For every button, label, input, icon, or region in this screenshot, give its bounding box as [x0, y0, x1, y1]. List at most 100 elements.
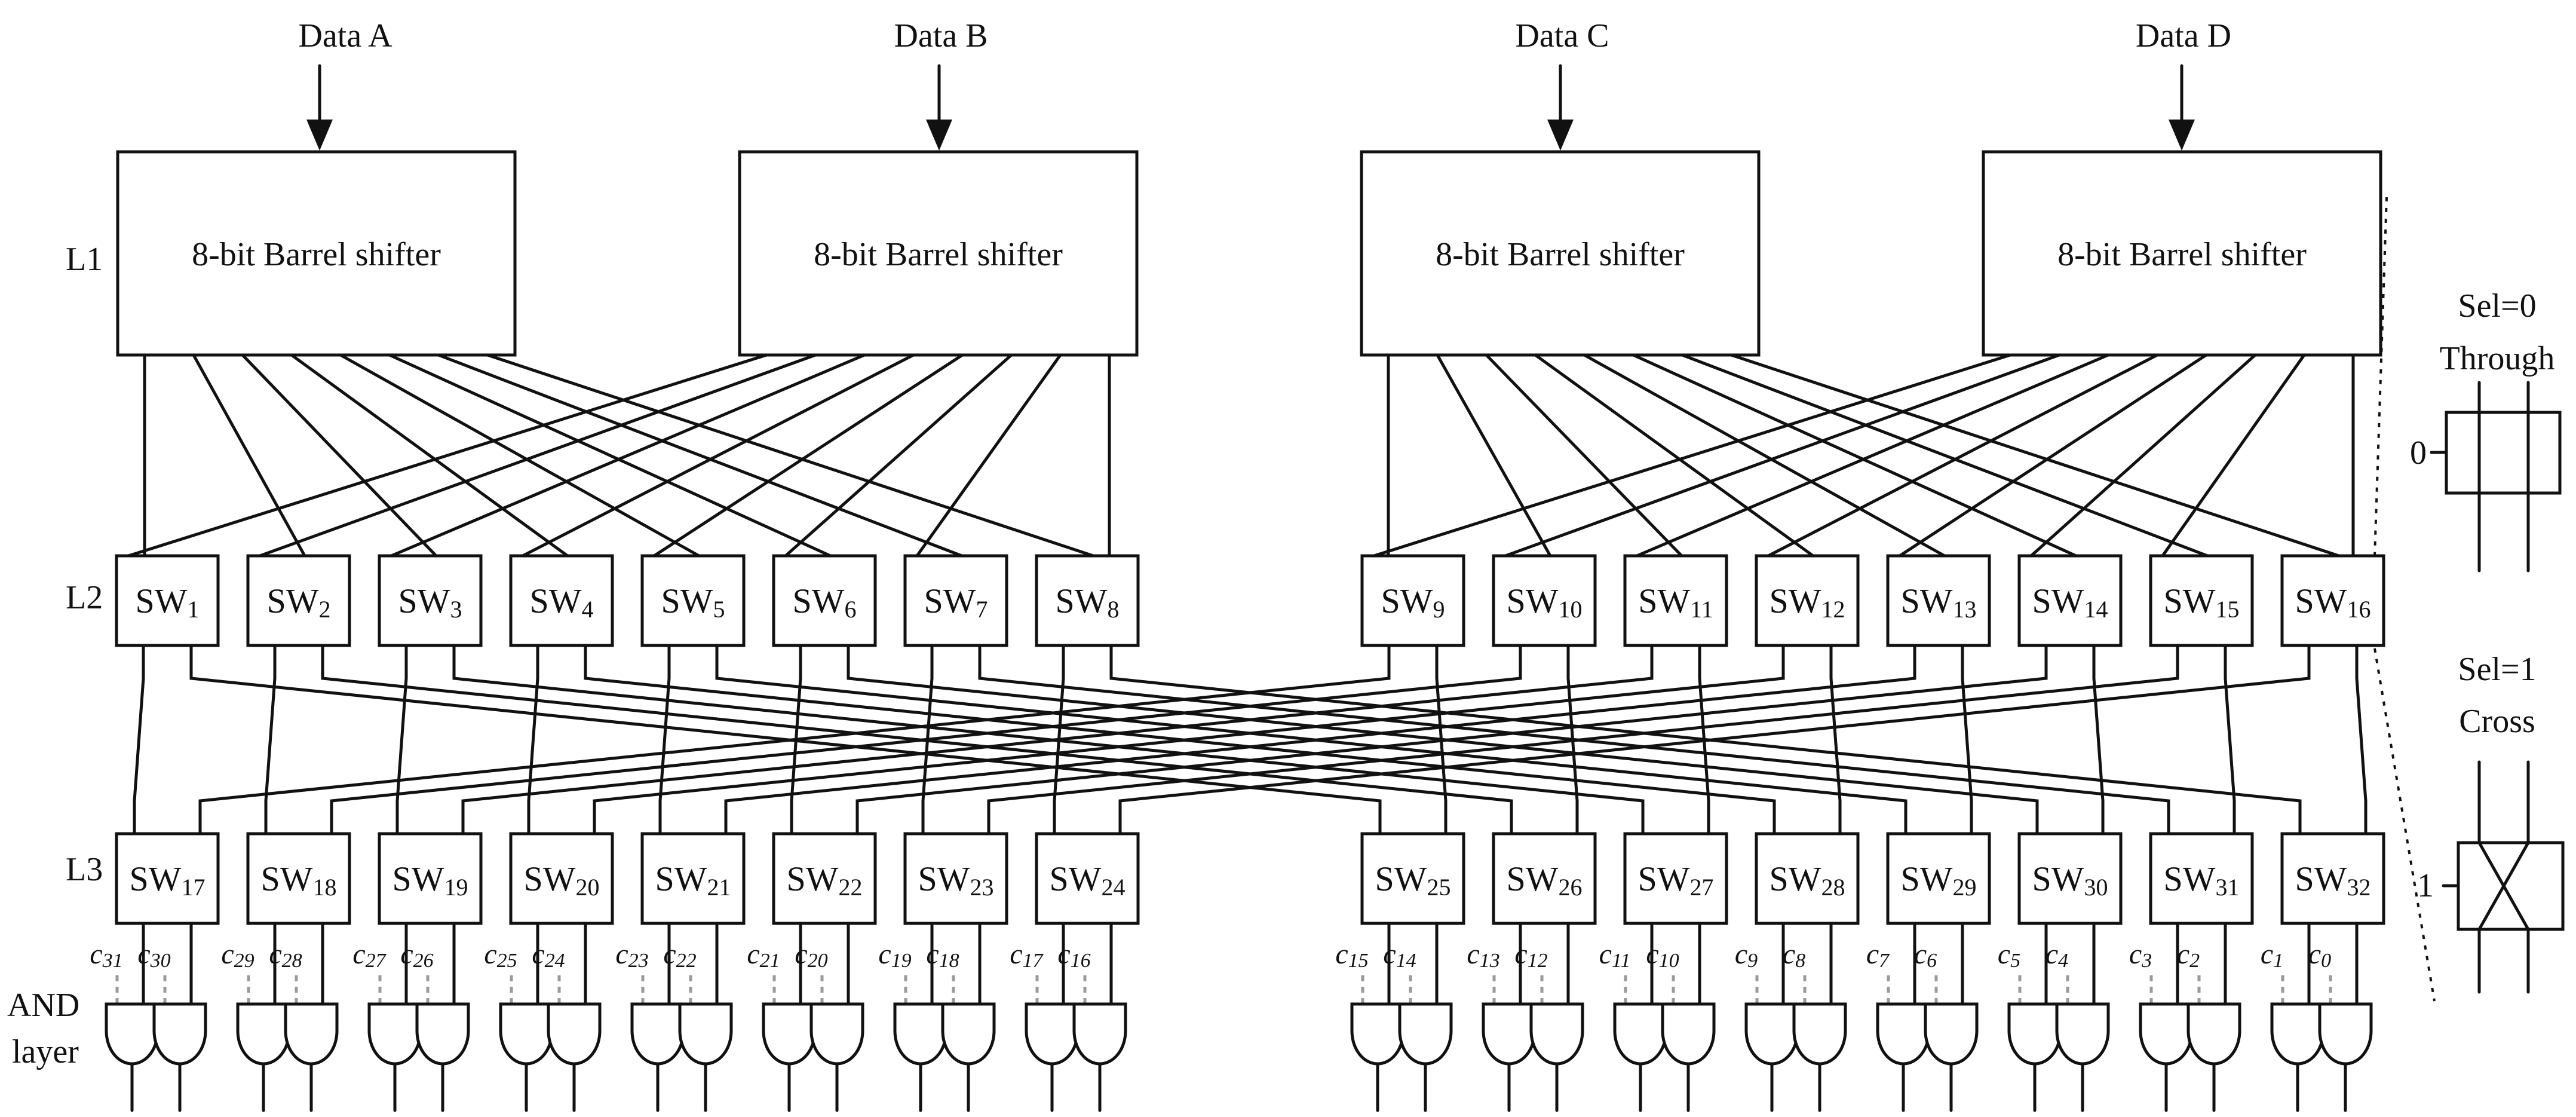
input-label-d: Data D — [2136, 17, 2231, 54]
control-label-c26: c26 — [400, 938, 433, 972]
wire-l1-3-to-l2-13 — [2029, 353, 2257, 558]
control-label-c29: c29 — [221, 938, 254, 972]
and-gate-10 — [762, 1002, 817, 1066]
control-label-c27: c27 — [352, 938, 387, 972]
switch-label-sw32: SW32 — [2295, 859, 2371, 901]
control-label-c16: c16 — [1057, 938, 1090, 972]
and-gate-20 — [1613, 1002, 1668, 1066]
legend-cross-sel: Sel=1 — [2458, 651, 2536, 688]
control-label-c2: c2 — [2177, 938, 2200, 972]
switch-label-sw20: SW20 — [524, 859, 600, 901]
switch-label-sw18: SW18 — [261, 859, 337, 901]
wire-l1-0-to-l2-3 — [241, 353, 438, 558]
switch-sw26 — [1492, 832, 1597, 925]
switch-label-sw22: SW22 — [787, 859, 863, 901]
control-label-c24: c24 — [532, 938, 565, 972]
control-label-c31: c31 — [90, 938, 122, 972]
and-gate-9 — [678, 1002, 733, 1066]
switch-sw20 — [509, 832, 614, 925]
and-gate-4 — [367, 1002, 422, 1066]
switch-sw17 — [115, 832, 220, 925]
and-gate-25 — [1924, 1002, 1979, 1066]
wire-l2-sw5-out0 — [658, 644, 671, 836]
control-label-c21: c21 — [747, 938, 780, 972]
control-label-c0: c0 — [2308, 938, 2331, 972]
wire-l1-1-to-l2-2 — [390, 353, 866, 558]
wire-l1-2-to-l2-12 — [1534, 353, 1815, 558]
control-label-c13: c13 — [1467, 938, 1499, 972]
barrel-shifter-c — [1360, 150, 1761, 357]
switch-label-sw26: SW26 — [1507, 859, 1583, 901]
switch-sw28 — [1755, 832, 1860, 925]
control-label-c18: c18 — [926, 938, 959, 972]
wire-l2-sw1-out0 — [133, 644, 145, 836]
wire-l2-sw3-out0 — [395, 644, 408, 836]
wire-l1-1-to-l2-8 — [127, 353, 768, 558]
input-label-a: Data A — [298, 17, 392, 54]
switch-label-sw17: SW17 — [130, 859, 206, 901]
and-gate-16 — [1350, 1002, 1405, 1066]
switch-sw30 — [2017, 832, 2123, 925]
and-gate-29 — [2186, 1002, 2241, 1066]
switch-label-sw21: SW21 — [655, 859, 731, 901]
control-label-c22: c22 — [663, 938, 696, 972]
input-arrow-head-b — [926, 120, 952, 151]
input-label-c: Data C — [1515, 17, 1609, 54]
legend-through-mode: Through — [2440, 340, 2555, 377]
control-label-c9: c9 — [1735, 938, 1758, 972]
and-gate-22 — [1744, 1002, 1799, 1066]
switch-label-sw5: SW5 — [661, 582, 725, 623]
legend-cross-value: 1 — [2417, 867, 2434, 904]
switch-label-sw27: SW27 — [1638, 859, 1714, 901]
and-gate-26 — [2007, 1002, 2062, 1066]
input-arrow-head-a — [306, 120, 333, 151]
wire-l1-2-to-l2-14 — [1632, 353, 2078, 558]
and-gate-1 — [152, 1002, 207, 1066]
barrel-shifter-label-a: 8-bit Barrel shifter — [192, 236, 441, 273]
and-gate-8 — [630, 1002, 685, 1066]
switch-label-sw19: SW19 — [392, 859, 468, 901]
switch-label-sw14: SW14 — [2032, 582, 2108, 623]
legend-through-value: 0 — [2410, 434, 2427, 472]
switch-label-sw30: SW30 — [2032, 859, 2108, 901]
wire-l2-sw15-out1 — [2224, 644, 2236, 836]
layer-label-and-2: layer — [12, 1033, 79, 1070]
switch-label-sw31: SW31 — [2164, 859, 2240, 901]
wire-l1-0-to-l2-8 — [486, 353, 1095, 558]
switch-label-sw8: SW8 — [1056, 582, 1120, 623]
wire-l1-3-to-l2-16 — [1372, 353, 2012, 558]
wire-l1-0-to-l2-7 — [437, 353, 964, 558]
wire-l1-0-to-l2-6 — [388, 353, 832, 558]
control-label-c5: c5 — [1998, 938, 2020, 972]
switch-sw8 — [1035, 554, 1140, 647]
barrel-shifter-a — [116, 150, 517, 357]
switch-sw10 — [1492, 554, 1597, 647]
switch-sw27 — [1623, 832, 1728, 925]
wire-l2-sw12-out1 — [1829, 644, 1842, 836]
switch-sw11 — [1623, 554, 1728, 647]
barrel-shifter-b — [738, 150, 1139, 357]
wire-l2-sw13-out0 — [724, 644, 1916, 836]
input-label-b: Data B — [894, 17, 988, 54]
switch-sw19 — [378, 832, 483, 925]
control-label-c8: c8 — [1783, 938, 1805, 972]
switch-sw13 — [1886, 554, 1991, 647]
and-gate-21 — [1661, 1002, 1716, 1066]
wire-l1-2-to-l2-10 — [1436, 353, 1552, 558]
switch-label-sw25: SW25 — [1375, 859, 1451, 901]
wire-l1-1-to-l2-6 — [915, 353, 1062, 558]
switch-sw2 — [246, 554, 351, 647]
and-gate-27 — [2055, 1002, 2110, 1066]
switch-label-sw3: SW3 — [398, 582, 462, 623]
switch-sw25 — [1360, 832, 1465, 925]
wire-l2-sw14-out1 — [2092, 644, 2105, 836]
and-gate-31 — [2318, 1002, 2373, 1066]
legend-through-switch — [2445, 411, 2562, 495]
switch-sw16 — [2280, 554, 2385, 647]
control-label-c7: c7 — [1866, 938, 1890, 972]
and-gate-6 — [499, 1002, 554, 1066]
wire-l2-sw16-out0 — [1118, 644, 2311, 836]
switch-sw32 — [2280, 832, 2385, 925]
wire-l2-sw14-out0 — [855, 644, 2048, 836]
switch-sw15 — [2149, 554, 2254, 647]
